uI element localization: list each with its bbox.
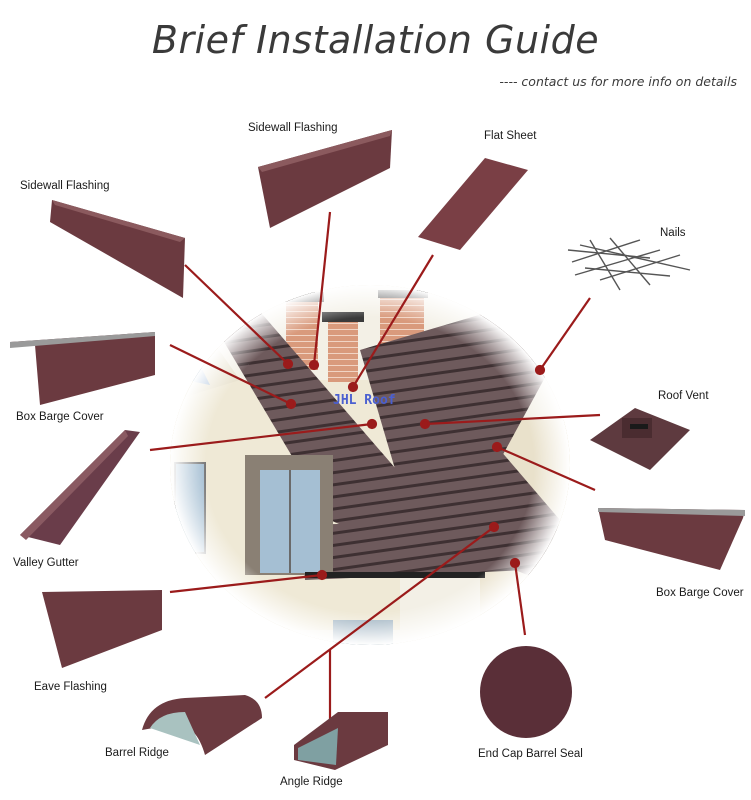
eave-flashing-image	[42, 590, 162, 668]
label-sidewall-flashing-left: Sidewall Flashing	[20, 180, 110, 192]
label-roof-vent: Roof Vent	[658, 390, 709, 402]
sidewall-flashing-left-image	[50, 200, 185, 298]
barrel-ridge-image	[142, 695, 262, 755]
flat-sheet-image	[418, 158, 528, 250]
nails-image	[567, 237, 691, 291]
box-barge-cover-left-image	[10, 332, 155, 405]
label-barrel-ridge: Barrel Ridge	[105, 747, 169, 759]
contact-subtitle: ---- contact us for more info on details	[499, 74, 737, 89]
end-cap-barrel-seal-image	[480, 646, 572, 738]
label-box-barge-cover-left: Box Barge Cover	[16, 411, 104, 423]
box-barge-cover-right-image	[598, 508, 745, 570]
label-angle-ridge: Angle Ridge	[280, 776, 343, 788]
label-eave-flashing: Eave Flashing	[34, 681, 107, 693]
house-photo	[170, 285, 570, 645]
label-end-cap-barrel-seal: End Cap Barrel Seal	[478, 748, 583, 760]
label-flat-sheet: Flat Sheet	[484, 130, 537, 142]
roof-vent-image	[590, 408, 690, 470]
page-title: Brief Installation Guide	[151, 18, 600, 62]
label-box-barge-cover-right: Box Barge Cover	[656, 587, 744, 599]
leader-lines	[149, 211, 601, 720]
label-sidewall-flashing-top: Sidewall Flashing	[248, 122, 338, 134]
sidewall-flashing-top-image	[258, 130, 392, 228]
valley-gutter-image	[20, 430, 140, 545]
angle-ridge-image	[294, 712, 388, 770]
label-nails: Nails	[660, 227, 686, 239]
label-valley-gutter: Valley Gutter	[13, 557, 79, 569]
watermark: JHL Roof	[333, 393, 396, 408]
